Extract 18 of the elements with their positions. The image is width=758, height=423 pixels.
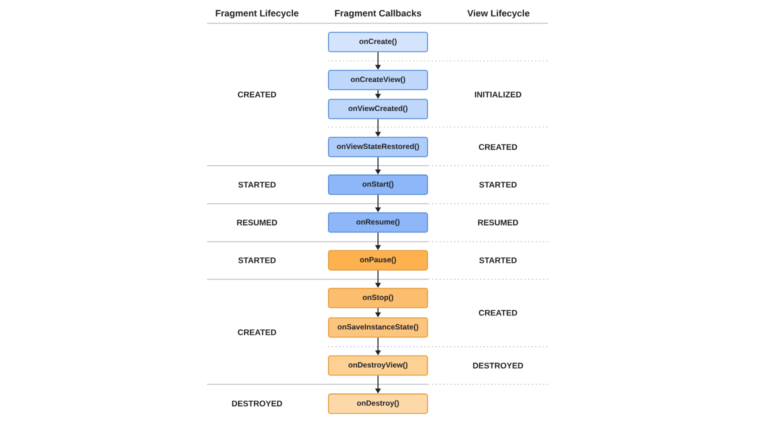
state-label: STARTED	[238, 257, 276, 264]
state-label: CREATED	[478, 310, 518, 316]
state-label: STARTED	[238, 182, 276, 188]
state-label: CREATED	[478, 144, 518, 150]
state-label: INITIALIZED	[474, 92, 522, 98]
arrow	[375, 156, 381, 174]
column-header: Fragment Lifecycle	[216, 10, 298, 18]
column-header: View Lifecycle	[467, 10, 530, 18]
state-label: STARTED	[479, 257, 517, 264]
state-label: RESUMED	[237, 220, 278, 226]
column-header: Fragment Callbacks	[335, 10, 422, 18]
state-label: DESTROYED	[232, 400, 282, 406]
state-label: CREATED	[238, 329, 276, 336]
state-label: DESTROYED	[473, 362, 524, 368]
arrow	[375, 375, 381, 394]
state-label: RESUMED	[478, 220, 518, 226]
state-label: CREATED	[238, 92, 276, 98]
state-label: STARTED	[479, 182, 517, 188]
